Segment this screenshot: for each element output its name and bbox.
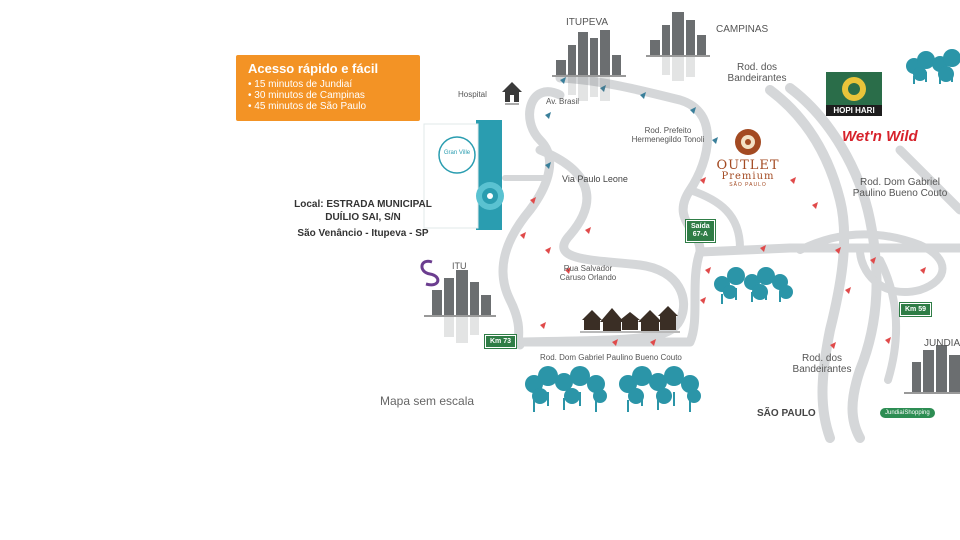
- label-rua-salvador-2: Caruso Orlando: [559, 273, 617, 282]
- sign-km59: Km 59: [898, 302, 933, 317]
- label-rod-dom-gabriel-right: Rod. Dom Gabriel Paulino Bueno Couto: [840, 177, 960, 199]
- road-av-brasil: [555, 73, 712, 255]
- label-rod-bandeirantes-bottom: Rod. dos Bandeirantes: [784, 353, 860, 375]
- outlet-sun-icon: [735, 129, 761, 155]
- label-rod-bandeirantes-bottom-1: Rod. dos: [801, 353, 843, 364]
- gran-ville-logo-icon: [423, 120, 504, 230]
- traffic-arrows: [520, 177, 926, 349]
- label-rod-bandeirantes-top-1: Rod. dos: [736, 62, 778, 73]
- outlet-premium-logo: OUTLET Premium SÃO PAULO: [716, 128, 780, 188]
- access-info-item-campinas: • 30 minutos de Campinas: [248, 90, 365, 101]
- trees-icon: [525, 49, 960, 412]
- houses-icon: [580, 306, 680, 333]
- road-rua-salvador: [515, 145, 689, 347]
- label-rod-dom-gabriel-right-1: Rod. Dom Gabriel: [859, 177, 941, 188]
- location-line-2: DUÍLIO SAI, S/N: [325, 212, 401, 223]
- road-dom-gabriel-right: [876, 256, 901, 384]
- label-sao-paulo: SÃO PAULO: [757, 408, 816, 419]
- wet-n-wild-logo: Wet'n Wild: [842, 128, 918, 145]
- road-itupeva-loop: [498, 87, 565, 350]
- label-itupeva: ITUPEVA: [566, 17, 609, 28]
- outlet-premium-label: Premium: [721, 171, 775, 182]
- road-anhanguera: [895, 145, 960, 215]
- location-line-3: São Venâncio - Itupeva - SP: [297, 228, 429, 239]
- road-bandeirantes: [765, 85, 850, 443]
- access-info-item-sao-paulo: • 45 minutos de São Paulo: [248, 101, 367, 112]
- itu-logo-icon: [420, 259, 440, 287]
- jundiai-shopping-badge: JundiaíShopping: [880, 408, 935, 418]
- road-bandeirantes-2: [785, 83, 882, 443]
- trees-cluster-middle: [714, 267, 793, 304]
- label-rod-prefeito-1: Rod. Prefeito: [644, 126, 692, 135]
- gran-ville-label: Gran Ville: [443, 150, 471, 156]
- label-rod-bandeirantes-top: Rod. dos Bandeirantes: [718, 62, 796, 84]
- hopi-hari-emblem-icon: [842, 77, 866, 101]
- hopi-hari-label: HOPI HARI: [826, 105, 882, 116]
- sign-saida-number: 67-A: [692, 231, 708, 238]
- label-rod-prefeito-2: Hermenegildo Tonoli: [631, 135, 705, 144]
- access-info-title: Acesso rápido e fácil: [248, 61, 379, 76]
- hospital-icon: [502, 82, 522, 105]
- label-jundiai: JUNDIAÍ: [924, 338, 960, 349]
- outlet-city-label: SÃO PAULO: [729, 182, 767, 188]
- access-info-box: Acesso rápido e fácil • 15 minutos de Ju…: [236, 55, 420, 121]
- label-rod-dom-gabriel-bottom: Rod. Dom Gabriel Paulino Bueno Couto: [540, 353, 682, 362]
- itupeva-buildings-icon: [552, 30, 626, 101]
- sign-km73: Km 73: [483, 334, 518, 349]
- label-rua-salvador: Rua Salvador Caruso Orlando: [552, 264, 624, 282]
- itu-buildings-icon: [424, 270, 496, 343]
- trees-cluster-bottom: [525, 366, 701, 412]
- label-itu: ITU: [452, 261, 467, 271]
- location-line-1: Local: ESTRADA MUNICIPAL: [294, 199, 432, 210]
- trees-cluster-top-right: [906, 49, 960, 84]
- label-via-paulo-leone: Via Paulo Leone: [562, 174, 628, 184]
- label-rod-prefeito: Rod. Prefeito Hermenegildo Tonoli: [618, 126, 718, 144]
- sign-saida-67a: Saída 67-A: [685, 219, 716, 243]
- location-address: Local: ESTRADA MUNICIPAL DUÍLIO SAI, S/N…: [270, 198, 456, 240]
- sign-saida-label: Saída: [691, 223, 710, 230]
- label-av-brasil: Av. Brasil: [546, 97, 580, 106]
- outlet-label: OUTLET: [716, 158, 780, 173]
- label-campinas: CAMPINAS: [716, 24, 769, 35]
- road-dom-gabriel-bottom: [485, 243, 960, 347]
- label-rod-dom-gabriel-right-2: Paulino Bueno Couto: [852, 188, 948, 199]
- road-right-curve: [796, 230, 947, 296]
- label-rod-bandeirantes-bottom-2: Bandeirantes: [792, 364, 852, 375]
- road-hermenegildo: [686, 186, 744, 252]
- label-mapa-sem-escala: Mapa sem escala: [380, 394, 475, 408]
- jundiai-buildings-icon: [904, 345, 960, 394]
- label-rod-bandeirantes-top-2: Bandeirantes: [727, 73, 787, 84]
- label-hospital: Hospital: [458, 90, 487, 99]
- access-info-item-jundiai: • 15 minutos de Jundiaí: [248, 79, 353, 90]
- traffic-arrows-blue: [545, 77, 718, 169]
- campinas-buildings-icon: [646, 12, 710, 81]
- access-info-list: • 15 minutos de Jundiaí • 30 minutos de …: [248, 79, 366, 112]
- label-rua-salvador-1: Rua Salvador: [563, 264, 613, 273]
